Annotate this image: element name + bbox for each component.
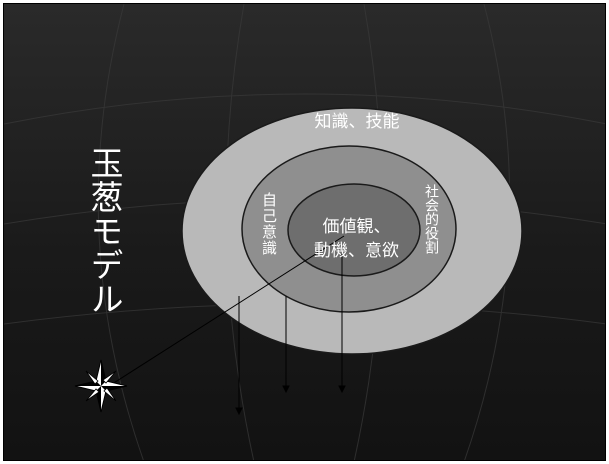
compass-star-icon <box>74 359 128 413</box>
core-label-line2: 動機、意欲 <box>314 241 399 261</box>
arrow-head-2 <box>282 385 290 394</box>
model-title: 玉葱モデル <box>85 146 124 316</box>
pointer-line <box>108 235 345 387</box>
outer-layer-label: 知識、技能 <box>314 112 400 132</box>
core-label-line1: 価値観、 <box>322 217 391 237</box>
arrow-head-3 <box>338 385 346 394</box>
slide: 玉葱モデル 知識、技能 自己意識 社会的役割 価値観、 動機、意欲 <box>3 3 606 461</box>
arrow-head-1 <box>235 407 243 416</box>
diagram-canvas <box>4 4 605 460</box>
social-role-label: 社会的役割 <box>423 184 439 254</box>
core-layer <box>287 183 421 277</box>
arrows <box>108 235 346 416</box>
self-awareness-label: 自己意識 <box>260 192 278 256</box>
